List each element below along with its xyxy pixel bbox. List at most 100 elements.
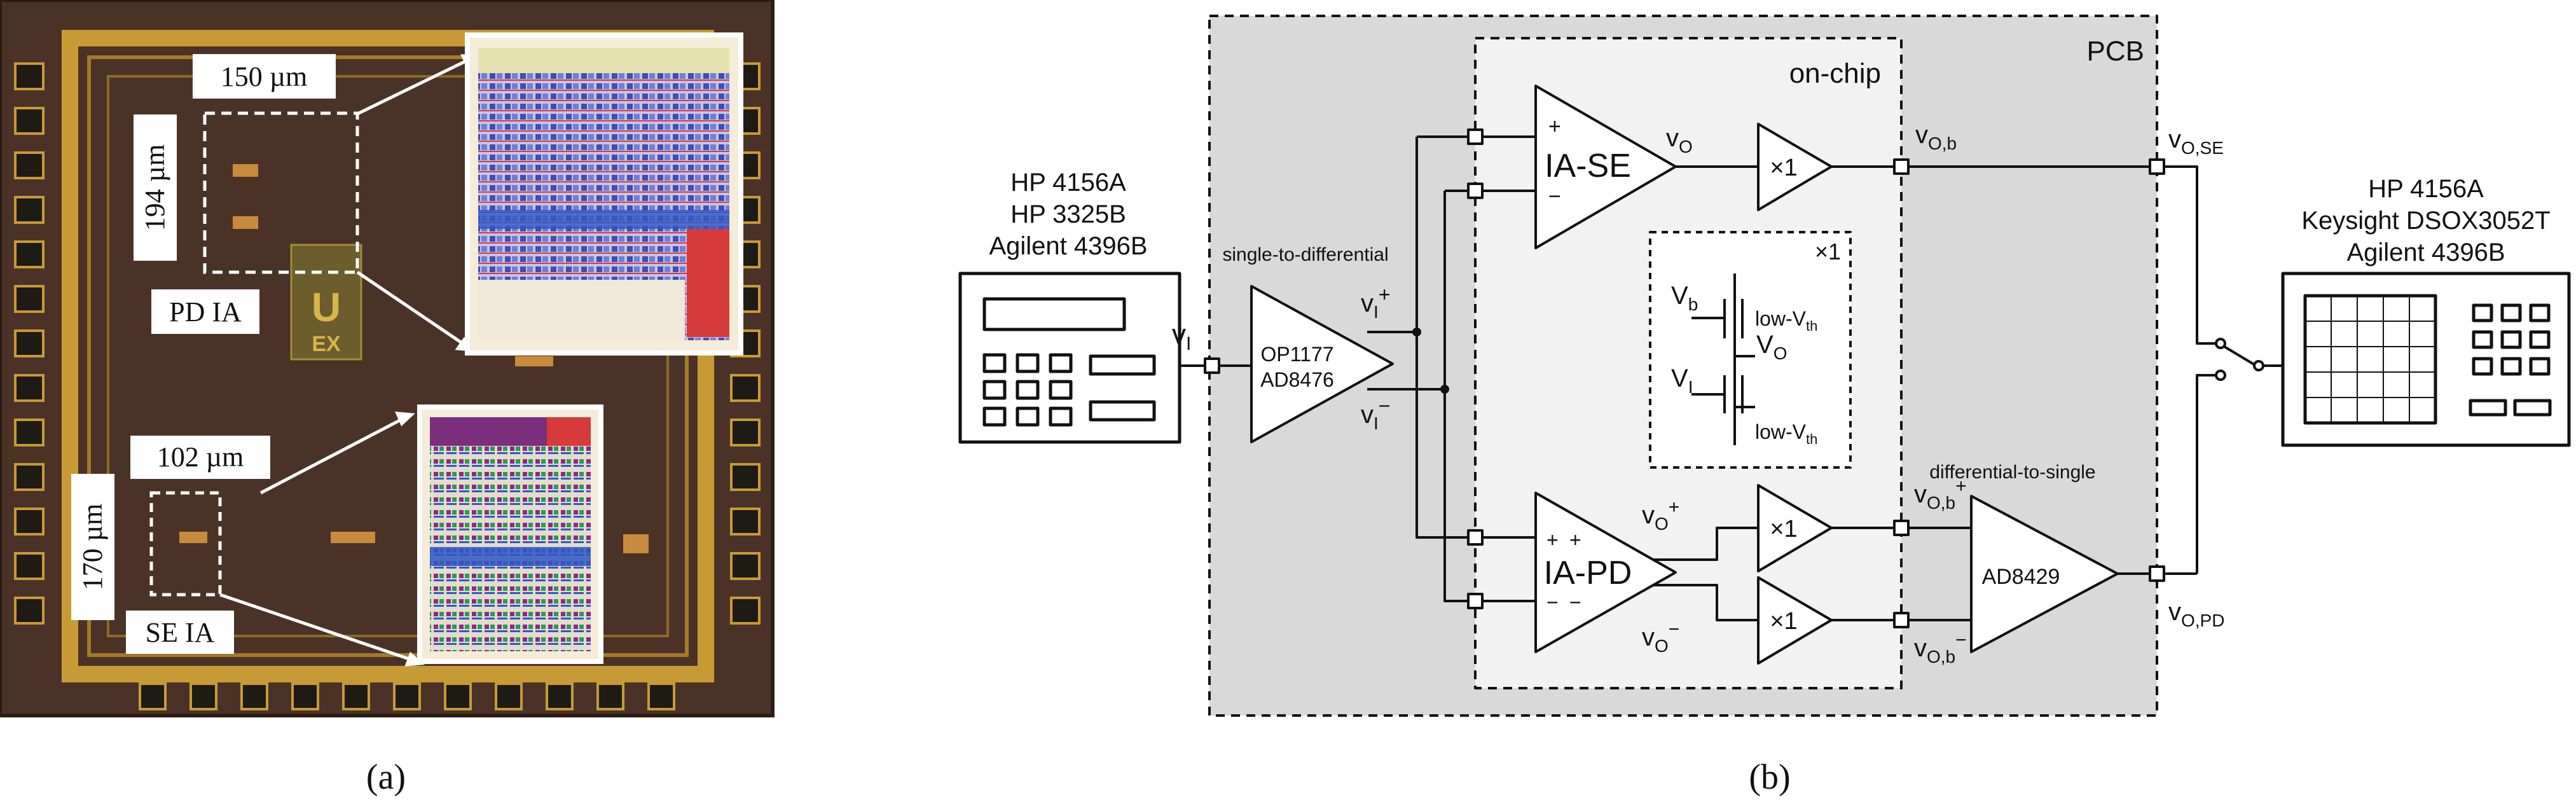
ia-pd-amplifier (1534, 492, 1677, 653)
svg-text:+: + (1546, 529, 1559, 551)
onchip-label: on-chip (1789, 58, 1881, 89)
svg-text:vO: vO (1666, 124, 1693, 156)
svg-text:−: − (1569, 591, 1581, 614)
inset-title: ×1 (1815, 239, 1841, 265)
buffer-pd-plus-label: ×1 (1770, 516, 1797, 543)
svg-text:Vb: Vb (1671, 282, 1698, 314)
s2d-part-2: AD8476 (1260, 368, 1334, 391)
label-vi: vI (1172, 319, 1191, 354)
meter-line-3: Agilent 4396B (2346, 239, 2505, 266)
pd-height-text: 194 µm (139, 144, 170, 232)
source-line-2: HP 3325B (1010, 200, 1126, 228)
svg-text:vO,PD: vO,PD (2168, 598, 2224, 630)
pd-ia-region-outline (203, 111, 359, 274)
pd-height-label: 194 µm (134, 114, 177, 261)
meter-line-1: HP 4156A (2368, 175, 2484, 203)
pd-ia-block-top (233, 164, 258, 177)
svg-text:vO,b+: vO,b+ (1914, 476, 1967, 513)
svg-text:+: + (1548, 114, 1561, 139)
label-vi-minus: vI− (1361, 394, 1390, 433)
university-logo: U EX (290, 244, 362, 361)
s2d-part-1: OP1177 (1260, 343, 1333, 366)
se-ia-text: SE IA (146, 617, 215, 648)
label-vb: Vb (1671, 282, 1698, 314)
caption-b: (b) (1749, 757, 1790, 797)
se-width-text: 102 µm (157, 441, 244, 473)
onchip-input-terminals (1467, 128, 1484, 609)
terminal-vo-pd (2149, 565, 2165, 582)
svg-text:−: − (1548, 184, 1561, 209)
se-height-text: 170 µm (77, 504, 108, 591)
d2s-amplifier (1970, 495, 2119, 653)
pd-ia-layout-inset (465, 32, 743, 356)
se-ia-label: SE IA (126, 611, 234, 654)
panel-b-schematic: PCB on-chip HP 4156A HP 3325B Agilent 43… (958, 15, 2571, 717)
panel-a-micrograph: U EX 1 (0, 0, 775, 717)
svg-text:vI+: vI+ (1361, 283, 1390, 322)
d2s-label: differential-to-single (1929, 462, 2095, 483)
bond-pads (14, 62, 761, 710)
label-vi-inset: VI (1671, 364, 1693, 397)
pd-ia-block-bottom (233, 216, 258, 229)
svg-text:−: − (1546, 591, 1559, 614)
transistor-schematic (1691, 273, 1755, 445)
terminal-vo-se (2149, 158, 2165, 175)
label-vo: vO (1666, 124, 1693, 156)
terminal-vob-plus (1893, 520, 1910, 536)
buffer-se (1757, 123, 1833, 211)
source-line-3: Agilent 4396B (989, 232, 1147, 260)
label-vob: vO,b (1915, 121, 1957, 153)
seal-ring-outer (62, 30, 714, 682)
pd-width-label: 150 µm (193, 54, 336, 99)
pd-ia-text: PD IA (169, 296, 242, 328)
meter-instrument-icon (2281, 272, 2571, 447)
ia-pd-label: IA-PD (1544, 555, 1632, 591)
svg-text:vI−: vI− (1361, 394, 1390, 433)
terminal-vob (1893, 158, 1910, 175)
svg-text:low-Vth: low-Vth (1755, 307, 1817, 334)
label-low-vth-top: low-Vth (1755, 307, 1817, 334)
se-ia-region-outline (149, 491, 222, 597)
label-vo-pd: vO,PD (2168, 598, 2224, 630)
buffer-pd-minus-label: ×1 (1770, 608, 1797, 635)
meter-instrument-text: HP 4156A Keysight DSOX3052T Agilent 4396… (2301, 175, 2550, 266)
source-instrument-icon (958, 272, 1181, 444)
svg-text:low-Vth: low-Vth (1755, 420, 1817, 447)
s2d-amplifier (1250, 285, 1394, 443)
svg-text:vO,b: vO,b (1915, 121, 1957, 153)
s2d-label: single-to-differential (1222, 244, 1388, 265)
se-ia-layout-inset (417, 405, 603, 664)
label-vi-plus: vI+ (1361, 283, 1390, 322)
label-vob-minus: vO,b− (1914, 630, 1967, 667)
svg-text:vI: vI (1172, 319, 1191, 354)
output-switch (2164, 165, 2283, 574)
pd-ia-label: PD IA (151, 289, 259, 334)
label-vo-minus: vO− (1642, 619, 1679, 656)
d2s-part: AD8429 (1982, 565, 2060, 589)
source-instrument-text: HP 4156A HP 3325B Agilent 4396B (989, 169, 1147, 260)
meter-line-2: Keysight DSOX3052T (2301, 207, 2550, 235)
label-low-vth-bottom: low-Vth (1755, 420, 1817, 447)
label-vob-plus: vO,b+ (1914, 476, 1967, 513)
svg-text:vO+: vO+ (1642, 497, 1679, 534)
label-vo-inset: VO (1756, 331, 1787, 363)
buffer-pd-minus (1757, 576, 1833, 665)
buffer-pd-plus (1757, 484, 1833, 572)
se-ia-block (179, 532, 207, 543)
ia-se-label: IA-SE (1545, 148, 1631, 184)
source-line-1: HP 4156A (1010, 169, 1126, 197)
label-vo-se: vO,SE (2168, 125, 2224, 158)
pcb-label: PCB (2087, 36, 2144, 67)
svg-text:vO,b−: vO,b− (1914, 630, 1967, 667)
logo-letters-ex: EX (312, 332, 341, 356)
seal-ring-inner (87, 55, 689, 657)
svg-text:VI: VI (1671, 364, 1693, 397)
svg-text:vO−: vO− (1642, 619, 1679, 656)
svg-text:+: + (1569, 529, 1581, 551)
caption-a: (a) (366, 757, 406, 797)
buffer-se-label: ×1 (1770, 155, 1797, 181)
ia-se-amplifier (1534, 85, 1677, 249)
terminal-vi (1204, 357, 1220, 374)
